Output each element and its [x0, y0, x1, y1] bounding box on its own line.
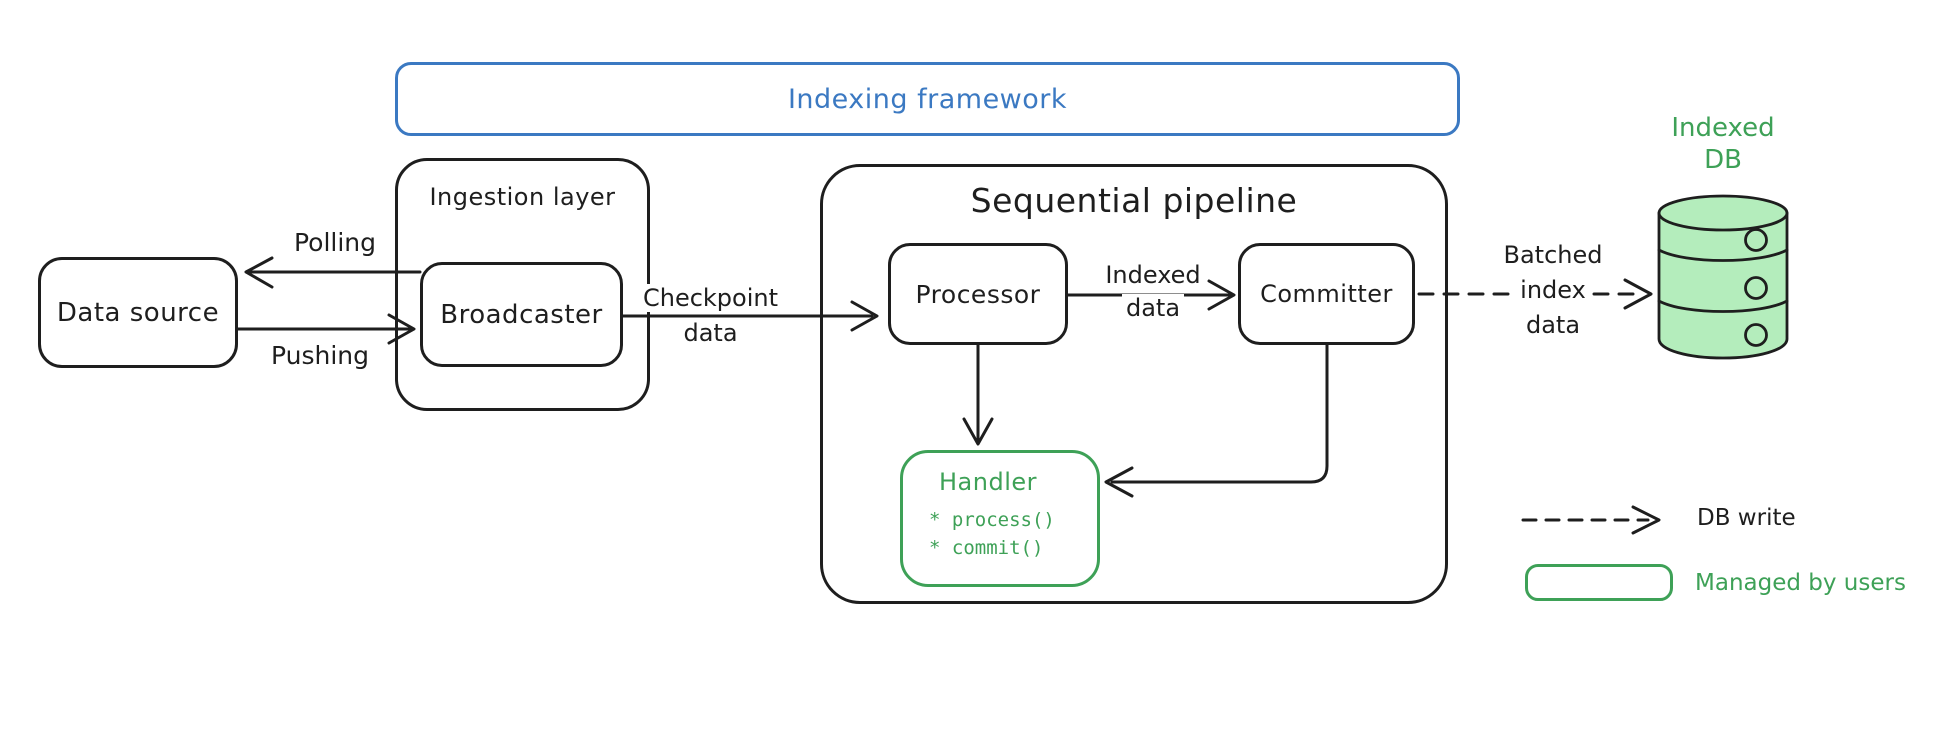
- sequential-pipeline-box: Sequential pipeline: [820, 164, 1448, 604]
- ingestion-layer-label: Ingestion layer: [429, 183, 616, 211]
- database-icon: [1657, 194, 1789, 360]
- sequential-pipeline-label: Sequential pipeline: [970, 181, 1298, 220]
- indexing-framework-title: Indexing framework: [787, 83, 1068, 115]
- processor-label: Processor: [915, 279, 1041, 309]
- broadcaster-label: Broadcaster: [440, 299, 603, 330]
- handler-box: Handler * process() * commit(): [900, 450, 1100, 587]
- processor-to-handler-arrow: [962, 343, 994, 446]
- polling-label: Polling: [275, 228, 395, 257]
- committer-label: Committer: [1260, 280, 1393, 308]
- legend-managed-label: Managed by users: [1695, 570, 1906, 596]
- handler-method-commit: * commit(): [929, 537, 1044, 559]
- handler-label: Handler: [939, 468, 1037, 496]
- committer-to-handler-arrow: [1104, 343, 1329, 498]
- pushing-label: Pushing: [250, 341, 390, 370]
- batched-index-data-label: Batched index data: [1490, 238, 1616, 343]
- pushing-arrow: [236, 313, 416, 345]
- legend-db-write-arrow: [1521, 505, 1661, 535]
- checkpoint-data-label: Checkpoint data: [628, 281, 793, 351]
- data-source-box: Data source: [38, 257, 238, 368]
- checkpoint-arrow: [621, 300, 879, 332]
- indexing-framework-frame: Indexing framework: [395, 62, 1460, 136]
- indexed-db-label: Indexed DB: [1671, 113, 1775, 175]
- processor-box: Processor: [888, 243, 1068, 345]
- handler-method-process: * process(): [929, 509, 1055, 531]
- broadcaster-box: Broadcaster: [420, 262, 623, 367]
- legend-db-write-label: DB write: [1697, 505, 1796, 531]
- data-source-label: Data source: [56, 297, 220, 328]
- indexed-data-label: Indexed data: [1090, 259, 1216, 325]
- committer-box: Committer: [1238, 243, 1415, 345]
- legend-managed-swatch: [1525, 564, 1673, 601]
- polling-arrow: [244, 256, 422, 289]
